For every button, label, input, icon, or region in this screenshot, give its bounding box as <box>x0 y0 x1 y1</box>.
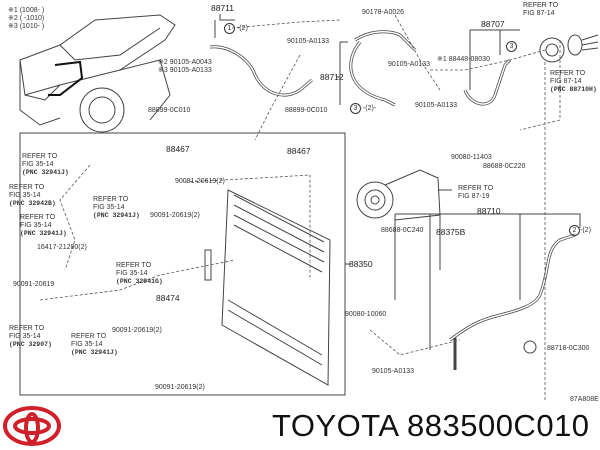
ref-fig[interactable]: FIG 87-19 <box>458 193 490 200</box>
legend-item: ※3 (1010- ) <box>8 23 45 30</box>
ref-pnc: (PNC 32941J) <box>71 349 118 356</box>
ref-line: REFER TO <box>550 70 586 77</box>
part-88350[interactable]: 88350 <box>349 259 373 269</box>
callout-circle: 2 <box>569 225 580 236</box>
part-90105-a0133[interactable]: 90105-A0133 <box>388 61 431 68</box>
ref-line: REFER TO <box>20 214 56 221</box>
callout-circle: 1 <box>224 23 235 34</box>
ref-line: REFER TO <box>22 153 58 160</box>
ref-line: REFER TO <box>71 333 107 340</box>
truck-illustration <box>19 14 176 133</box>
part-90080-11403[interactable]: 90080-11403 <box>451 154 492 161</box>
qty-callout: 3 -(2)- <box>350 103 376 114</box>
part-90091-20619[interactable]: 90091-20619(2) <box>175 178 225 185</box>
qty-label: (2) <box>582 227 591 234</box>
legend-item: ※2 ( -1010) <box>8 15 45 22</box>
qty-callout: 1 -(2) <box>224 23 248 34</box>
ref-fig[interactable]: FIG 35-14 <box>9 192 41 199</box>
part-90080-10060[interactable]: 90080-10060 <box>345 311 387 318</box>
ref-pnc: (PNC 32907) <box>9 341 52 348</box>
ref-fig[interactable]: FIG 87-14 <box>550 78 582 85</box>
ref-fig[interactable]: FIG 35-14 <box>93 204 125 211</box>
toyota-logo <box>3 406 61 446</box>
ref-pnc: (PNC 32941J) <box>20 230 67 237</box>
part-88711[interactable]: 88711 <box>211 3 235 13</box>
part-90105-a0133[interactable]: 90105-A0133 <box>287 38 330 45</box>
part-90105-a0133[interactable]: 90105-A0133 <box>415 102 458 109</box>
ref-fig[interactable]: FIG 35-14 <box>9 333 41 340</box>
ref-line: REFER TO <box>93 196 129 203</box>
part-90091-20619[interactable]: 90091-20619(2) <box>155 384 205 391</box>
part-88712[interactable]: 88712 <box>320 72 344 82</box>
part-88448[interactable]: ※1 88448-08030 <box>437 56 490 63</box>
legend: ※1 (1008- ) ※2 ( -1010) ※3 (1010- ) <box>8 7 44 31</box>
ref-fig[interactable]: FIG 35-14 <box>20 222 52 229</box>
ref-pnc: (PNC 88710H) <box>550 86 597 93</box>
part-88707[interactable]: 88707 <box>481 19 505 29</box>
part-90105-a0133[interactable]: ※3 90105-A0133 <box>158 67 212 74</box>
part-88474[interactable]: 88474 <box>156 293 180 303</box>
legend-item: ※1 (1008- ) <box>8 7 45 14</box>
part-88688-0c240[interactable]: 88688-0C240 <box>381 227 424 234</box>
ref-pnc: (PNC 32941J) <box>93 212 140 219</box>
part-90178-a0026[interactable]: 90178-A0026 <box>362 9 405 16</box>
ref-fig[interactable]: FIG 35-14 <box>71 341 103 348</box>
ref-pnc: (PNC 32942B) <box>9 200 56 207</box>
callout-circle: 3 <box>506 41 517 52</box>
part-88375b[interactable]: 88375B <box>436 227 466 237</box>
part-caption: TOYOTA 883500C010 <box>272 408 590 443</box>
ref-line: REFER TO <box>9 325 45 332</box>
ref-pnc: (PNC 32941G) <box>116 278 163 285</box>
qty-label: (2) <box>365 105 374 112</box>
ref-fig[interactable]: FIG 35-14 <box>116 270 148 277</box>
callout-circle-text: 3 <box>506 41 517 52</box>
ref-line: REFER TO <box>9 184 45 191</box>
qty-callout: 2-(2) <box>569 225 591 236</box>
part-88467[interactable]: 88467 <box>287 146 311 156</box>
part-88688-0c220[interactable]: 88688-0C220 <box>483 163 526 170</box>
part-88899-0c010[interactable]: 88899-0C010 <box>148 107 191 114</box>
part-90091-20619[interactable]: 90091-20619(2) <box>112 327 162 334</box>
part-16417-21280[interactable]: 16417-21280(2) <box>37 244 87 251</box>
figure-code: 87A808E <box>570 396 599 403</box>
part-90105-a0043[interactable]: ※2 90105-A0043 <box>158 59 212 66</box>
part-90105-a0133[interactable]: 90105-A0133 <box>372 368 415 375</box>
ref-line: REFER TO <box>116 262 152 269</box>
part-88718-0c300[interactable]: 88718-0C300 <box>547 345 590 352</box>
part-88710[interactable]: 88710 <box>477 206 501 216</box>
part-90091-20619[interactable]: 90091-20619(2) <box>150 212 200 219</box>
ref-line: REFER TO <box>458 185 494 192</box>
ref-pnc: (PNC 32941J) <box>22 169 69 176</box>
qty-label: (2) <box>239 25 248 32</box>
part-88467[interactable]: 88467 <box>166 144 190 154</box>
ref-fig[interactable]: FIG 87-14 <box>523 10 555 17</box>
ref-line: REFER TO <box>523 2 559 9</box>
ref-fig[interactable]: FIG 35-14 <box>22 161 54 168</box>
part-90091-20619[interactable]: 90091-20619 <box>13 281 55 288</box>
callout-circle: 3 <box>350 103 361 114</box>
part-88899-0c010[interactable]: 88899-0C010 <box>285 107 328 114</box>
